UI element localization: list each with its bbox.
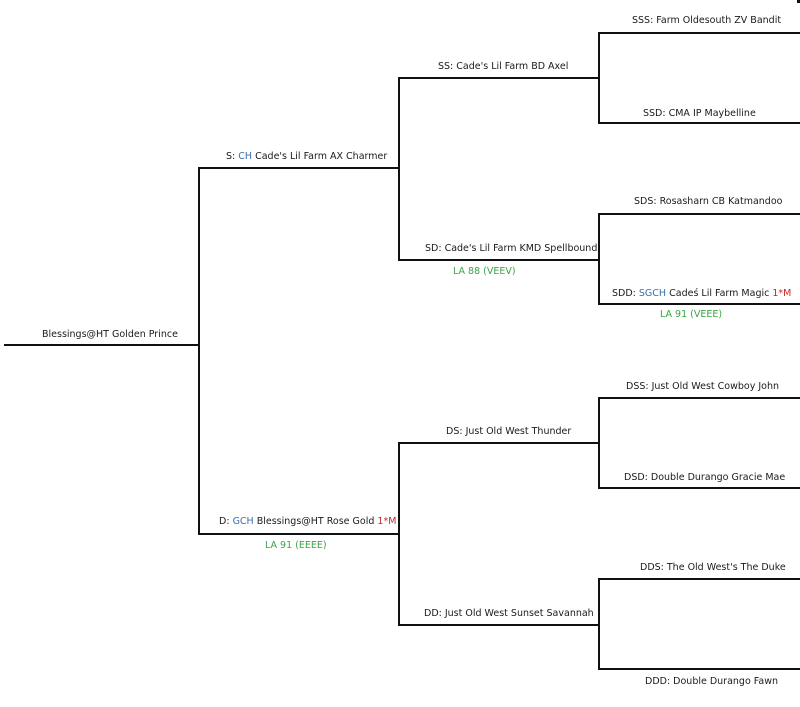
dam-la-score: LA 91 (EEEE) — [265, 540, 327, 551]
sd-label: SD: Cade's Lil Farm KMD Spellbound — [425, 243, 598, 254]
dds-line — [598, 578, 800, 580]
dam-connector — [398, 442, 400, 626]
sd-connector — [598, 213, 600, 305]
ss-connector — [598, 32, 600, 124]
sire-name: Cade's Lil Farm AX Charmer — [255, 151, 388, 162]
ss-line — [398, 77, 600, 79]
dsd-label: DSD: Double Durango Gracie Mae — [624, 472, 786, 483]
dss-label: DSS: Just Old West Cowboy John — [626, 381, 780, 392]
dam-prefix: D: — [219, 516, 230, 527]
sire-prefix: S: — [226, 151, 236, 162]
gen1-connector — [198, 167, 200, 535]
subject-line — [4, 344, 200, 346]
sire-label: S: CH Cade's Lil Farm AX Charmer — [226, 151, 387, 163]
sds-label: SDS: Rosasharn CB Katmandoo — [634, 196, 783, 207]
sdd-line — [598, 303, 800, 305]
subject-name: Blessings@HT Golden Prince — [42, 329, 178, 340]
ssd-label: SSD: CMA IP Maybelline — [643, 108, 756, 119]
ds-connector — [598, 397, 600, 489]
dss-line — [598, 397, 800, 399]
corner-mark — [797, 0, 800, 3]
sss-label: SSS: Farm Oldesouth ZV Bandit — [632, 15, 782, 26]
dam-line — [198, 533, 400, 535]
sdd-la-score: LA 91 (VEEE) — [660, 309, 723, 320]
dsd-line — [598, 487, 800, 489]
sdd-prefix: SDD: — [612, 288, 636, 299]
dam-name: Blessings@HT Rose Gold — [256, 516, 375, 527]
sd-la-score: LA 88 (VEEV) — [453, 266, 516, 277]
sire-connector — [398, 77, 400, 261]
ds-line — [398, 442, 600, 444]
sds-line — [598, 213, 800, 215]
sdd-title: SGCH — [638, 288, 667, 299]
dam-title: GCH — [232, 516, 254, 527]
sire-line — [198, 167, 400, 169]
sdd-name: Cadeś Lil Farm Magic — [669, 288, 770, 299]
ss-label: SS: Cade's Lil Farm BD Axel — [438, 61, 569, 72]
sire-title: CH — [238, 151, 253, 162]
ddd-line — [598, 668, 800, 670]
dd-connector — [598, 578, 600, 670]
dd-label: DD: Just Old West Sunset Savannah — [424, 608, 594, 619]
sdd-mark: 1*M — [772, 288, 792, 299]
dam-label: D: GCH Blessings@HT Rose Gold 1*M — [219, 516, 396, 528]
ds-label: DS: Just Old West Thunder — [446, 426, 572, 437]
dam-mark: 1*M — [377, 516, 397, 527]
ssd-line — [598, 122, 800, 124]
sdd-label: SDD: SGCH Cadeś Lil Farm Magic 1*M — [612, 288, 791, 300]
ddd-label: DDD: Double Durango Fawn — [645, 676, 778, 687]
sd-line — [398, 259, 600, 261]
dds-label: DDS: The Old West's The Duke — [640, 562, 786, 573]
sss-line — [598, 32, 800, 34]
dd-line — [398, 624, 600, 626]
